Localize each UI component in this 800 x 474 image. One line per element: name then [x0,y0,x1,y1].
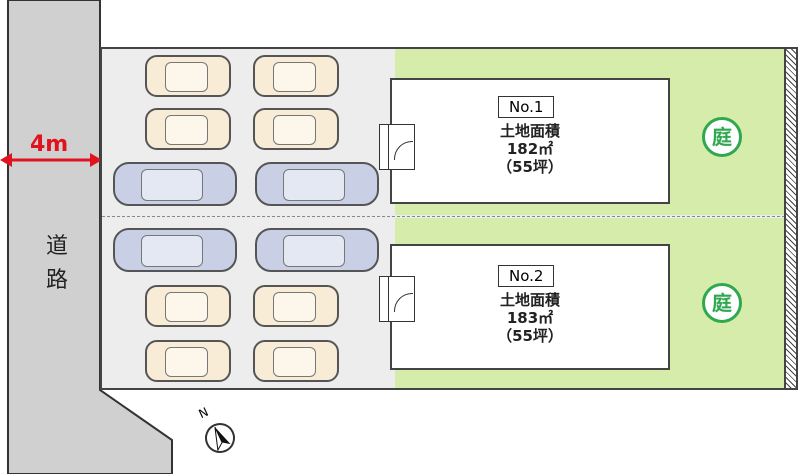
lot-1-entrance-icon [379,124,415,170]
lot-1-area-tsubo: （55坪） [497,158,563,176]
car-icon [253,285,339,327]
lot-2-area-label: 土地面積 [499,291,560,309]
car-icon [255,228,379,272]
car-icon [253,340,339,382]
lot-divider [102,216,785,217]
lot-1-area-label: 土地面積 [499,122,560,140]
car-icon [145,340,231,382]
lot-1-area-m2: 182㎡ [506,140,554,158]
car-icon [145,55,231,97]
car-icon [255,162,379,206]
road-label-1: 道 [46,234,69,259]
lot-1-number: No.1 [498,96,555,118]
road-label-2: 路 [46,268,69,293]
lot-2-entrance-icon [379,276,415,322]
car-icon [253,108,339,150]
lot-2-garden-icon: 庭 [702,283,742,323]
lot-2-area-m2: 183㎡ [506,309,554,327]
car-icon [145,108,231,150]
lot-2-number: No.2 [498,265,555,287]
lot-1-garden-icon: 庭 [702,117,742,157]
car-icon [113,162,237,206]
car-icon [253,55,339,97]
car-icon [145,285,231,327]
lot-2-area-tsubo: （55坪） [497,327,563,345]
compass-icon [205,423,235,453]
car-icon [113,228,237,272]
boundary-wall [784,47,798,390]
road-width-label: 4m [30,132,69,157]
